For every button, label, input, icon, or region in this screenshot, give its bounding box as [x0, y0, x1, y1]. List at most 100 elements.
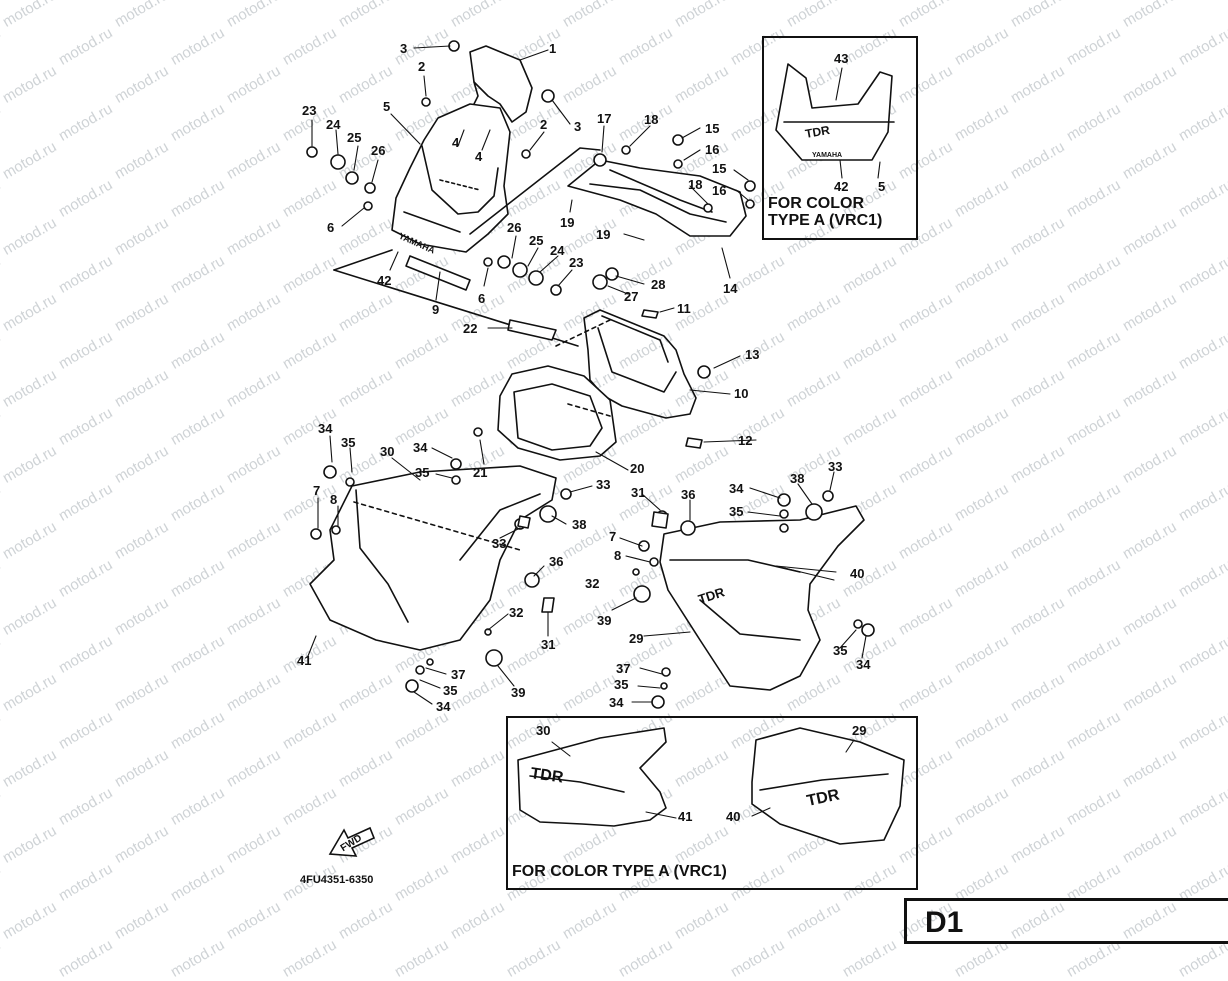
inner-panel-part — [497, 365, 617, 461]
hardware-parts — [306, 40, 875, 709]
part-callout-41: 41 — [297, 653, 312, 668]
bottom-inset-left-drawing: TDR — [517, 727, 667, 827]
part-callout-32: 32 — [509, 605, 524, 620]
bottom-inset-frame — [506, 716, 918, 890]
part-callout-31: 31 — [631, 485, 646, 500]
part-callout-25: 25 — [529, 233, 544, 248]
meter-stay-part — [583, 309, 697, 419]
part-callout-16: 16 — [712, 183, 727, 198]
part-callout-32: 32 — [585, 576, 600, 591]
part-callout-24: 24 — [550, 243, 565, 258]
top-inset-callout-43: 43 — [834, 51, 849, 66]
top-inset-caption: FOR COLOR TYPE A (VRC1) — [768, 195, 883, 230]
watermark-text: motod.ru — [279, 936, 340, 981]
part-callout-9: 9 — [432, 302, 440, 317]
diagram-code: 4FU4351-6350 — [300, 874, 374, 886]
part-callout-16: 16 — [705, 142, 720, 157]
watermark-text: motod.ru — [0, 936, 4, 981]
part-callout-40: 40 — [850, 566, 865, 581]
right-side-cowling-part: TDR — [659, 505, 865, 691]
watermark-text: motod.ru — [391, 936, 452, 981]
fwd-arrow-icon — [328, 826, 376, 857]
bottom-inset-caption: FOR COLOR TYPE A (VRC1) — [512, 863, 727, 880]
bottom-inset-callout-40: 40 — [726, 809, 741, 824]
part-callout-7: 7 — [313, 483, 321, 498]
part-callout-30: 30 — [380, 444, 395, 459]
part-callout-19: 19 — [560, 215, 575, 230]
part-callout-35: 35 — [833, 643, 848, 658]
part-callout-8: 8 — [614, 548, 622, 563]
top-inset-caption-line2: TYPE A (VRC1) — [768, 211, 883, 229]
part-callout-25: 25 — [347, 130, 362, 145]
watermark-text: motod.ru — [167, 936, 228, 981]
part-callout-26: 26 — [371, 143, 386, 158]
part-callout-19: 19 — [596, 227, 611, 242]
part-callout-15: 15 — [705, 121, 720, 136]
part-callout-34: 34 — [609, 695, 624, 710]
part-callout-35: 35 — [729, 504, 744, 519]
bottom-inset-callout-41: 41 — [678, 809, 693, 824]
part-callout-8: 8 — [330, 492, 338, 507]
part-callout-37: 37 — [451, 667, 466, 682]
part-callout-35: 35 — [443, 683, 458, 698]
top-inset-drawing: TDR YAMAHA — [775, 63, 895, 161]
top-inset-frame — [762, 36, 918, 240]
part-callout-36: 36 — [549, 554, 564, 569]
side-bracket-part — [567, 159, 747, 237]
top-inset-callout-5: 5 — [878, 179, 886, 194]
part-callout-14: 14 — [723, 281, 738, 296]
part-callout-29: 29 — [629, 631, 644, 646]
svg-text:TDR: TDR — [804, 123, 831, 141]
part-callout-3: 3 — [574, 119, 582, 134]
part-callout-26: 26 — [507, 220, 522, 235]
part-callout-6: 6 — [478, 291, 486, 306]
part-callout-38: 38 — [790, 471, 805, 486]
part-callout-33: 33 — [828, 459, 843, 474]
svg-text:TDR: TDR — [529, 765, 564, 786]
part-callout-38: 38 — [572, 517, 587, 532]
part-callout-7: 7 — [609, 529, 617, 544]
part-callout-39: 39 — [511, 685, 526, 700]
part-callout-10: 10 — [734, 386, 749, 401]
left-side-cowling-part — [309, 465, 557, 651]
part-callout-31: 31 — [541, 637, 556, 652]
part-callout-1: 1 — [549, 41, 557, 56]
part-callout-27: 27 — [624, 289, 639, 304]
part-callout-42: 42 — [377, 273, 392, 288]
part-callout-34: 34 — [318, 421, 333, 436]
part-callout-34: 34 — [856, 657, 871, 672]
inset-brand-text: YAMAHA — [812, 152, 842, 159]
part-callout-24: 24 — [326, 117, 341, 132]
part-callout-17: 17 — [597, 111, 612, 126]
part-callout-23: 23 — [569, 255, 584, 270]
part-callout-4: 4 — [452, 135, 460, 150]
svg-text:TDR: TDR — [805, 786, 841, 810]
rubber-strip-parts — [507, 309, 703, 613]
part-callout-34: 34 — [413, 440, 428, 455]
part-callout-35: 35 — [614, 677, 629, 692]
part-callout-22: 22 — [463, 321, 478, 336]
part-callout-6: 6 — [327, 220, 335, 235]
part-callout-13: 13 — [745, 347, 760, 362]
part-callout-34: 34 — [729, 481, 744, 496]
part-callout-18: 18 — [688, 177, 703, 192]
bottom-inset-callout-30: 30 — [536, 723, 551, 738]
part-callout-4: 4 — [475, 149, 483, 164]
part-callout-28: 28 — [651, 277, 666, 292]
part-callout-3: 3 — [400, 41, 408, 56]
part-callout-20: 20 — [630, 461, 645, 476]
part-callout-37: 37 — [616, 661, 631, 676]
part-callout-21: 21 — [473, 465, 488, 480]
part-callout-34: 34 — [436, 699, 451, 714]
part-callout-11: 11 — [677, 301, 691, 316]
part-callout-2: 2 — [540, 117, 548, 132]
part-callout-2: 2 — [418, 59, 426, 74]
part-callout-33: 33 — [596, 477, 611, 492]
watermark-text: motod.ru — [503, 936, 564, 981]
part-callout-15: 15 — [712, 161, 727, 176]
part-callout-35: 35 — [341, 435, 356, 450]
watermark-text: motod.ru — [615, 936, 676, 981]
part-callout-33: 33 — [492, 536, 507, 551]
part-callout-35: 35 — [415, 465, 430, 480]
part-callout-18: 18 — [644, 112, 659, 127]
